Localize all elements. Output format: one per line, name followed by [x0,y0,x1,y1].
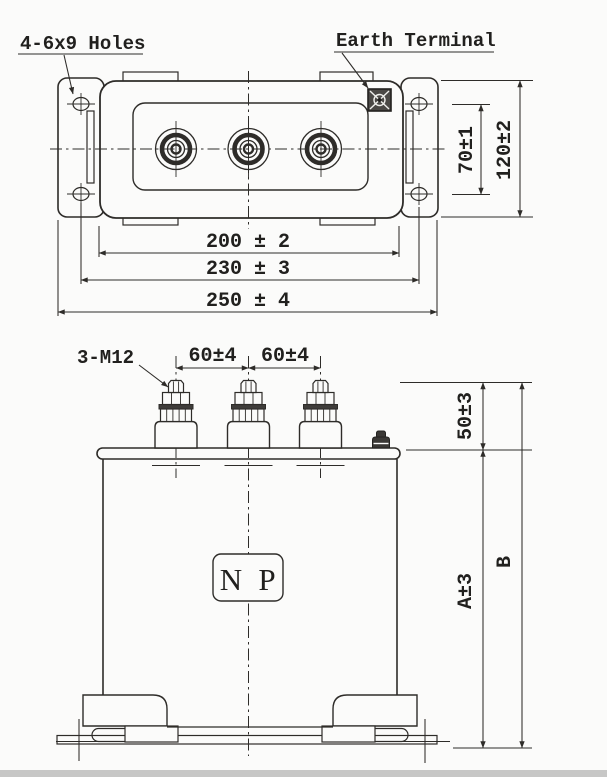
dimension-case-height: A±3 [455,449,486,749]
stud-leader-line [138,364,169,388]
earth-bolt [372,430,390,449]
dim-120-text: 120±2 [494,120,517,180]
stud-thread-label: 3-M12 [77,347,134,369]
earth-terminal-label: Earth Terminal [336,30,496,52]
mounting-hole-top-left [67,93,95,115]
dim-250-text: 250 ± 4 [206,290,290,313]
dim-a-text: A±3 [455,573,478,609]
terminal-bushing-2 [226,379,271,449]
mounting-hole-bottom-left [67,183,95,205]
front-view-annotations: 3-M12 60±4 60±4 50±3 A±3 B [77,345,532,749]
scan-edge-band [0,770,607,777]
foot-right [321,694,418,743]
nameplate-letter-p: P [258,562,275,597]
terminal-plan-2 [227,121,270,177]
dimension-terminal-pitch: 60±4 60±4 [175,345,321,371]
earth-leader-line [341,52,369,89]
top-view-annotations: 4-6x9 Holes Earth Terminal 70±1 120±2 20… [18,30,533,316]
dimension-flange-height: 120±2 [441,79,533,218]
flange-rib-right [405,110,414,184]
holes-leader-line [63,54,75,95]
terminal-plan-3 [299,121,343,177]
terminal-bushing-3 [298,379,343,449]
nameplate-letter-n: N [220,562,242,597]
dimension-hole-pitch-horizontal: 230 ± 3 [80,203,420,284]
dimension-overall-height: B [494,382,525,749]
dim-200-text: 200 ± 2 [206,231,290,254]
holes-label: 4-6x9 Holes [20,33,145,55]
dimension-hole-pitch-vertical: 70±1 [452,103,490,196]
foot-left [82,694,179,743]
dimension-overall-width: 250 ± 4 [57,220,438,316]
earth-terminal-symbol [367,88,392,112]
terminal-bushing-1 [154,379,198,449]
front-view: N P [56,356,450,763]
base-hole-centermark-right [402,719,450,763]
dimension-case-width: 200 ± 2 [98,226,400,257]
dimension-terminal-height: 50±3 [455,382,486,451]
dim-50-text: 50±3 [455,392,478,440]
dim-230-text: 230 ± 3 [206,258,290,281]
mounting-hole-top-right [405,93,433,115]
base-channel [56,734,438,745]
base-hole-centermark-left [56,719,104,761]
dim-70-text: 70±1 [456,126,479,174]
dim-b-text: B [494,556,517,568]
mounting-hole-bottom-right [405,183,433,205]
dim-60-left-text: 60±4 [188,345,236,368]
flange-rib-left [86,110,95,184]
nameplate: N P [212,553,284,602]
top-view [50,71,448,229]
dim-60-right-text: 60±4 [261,345,309,368]
terminal-plan-1 [154,121,198,177]
cover-plate [132,102,369,191]
